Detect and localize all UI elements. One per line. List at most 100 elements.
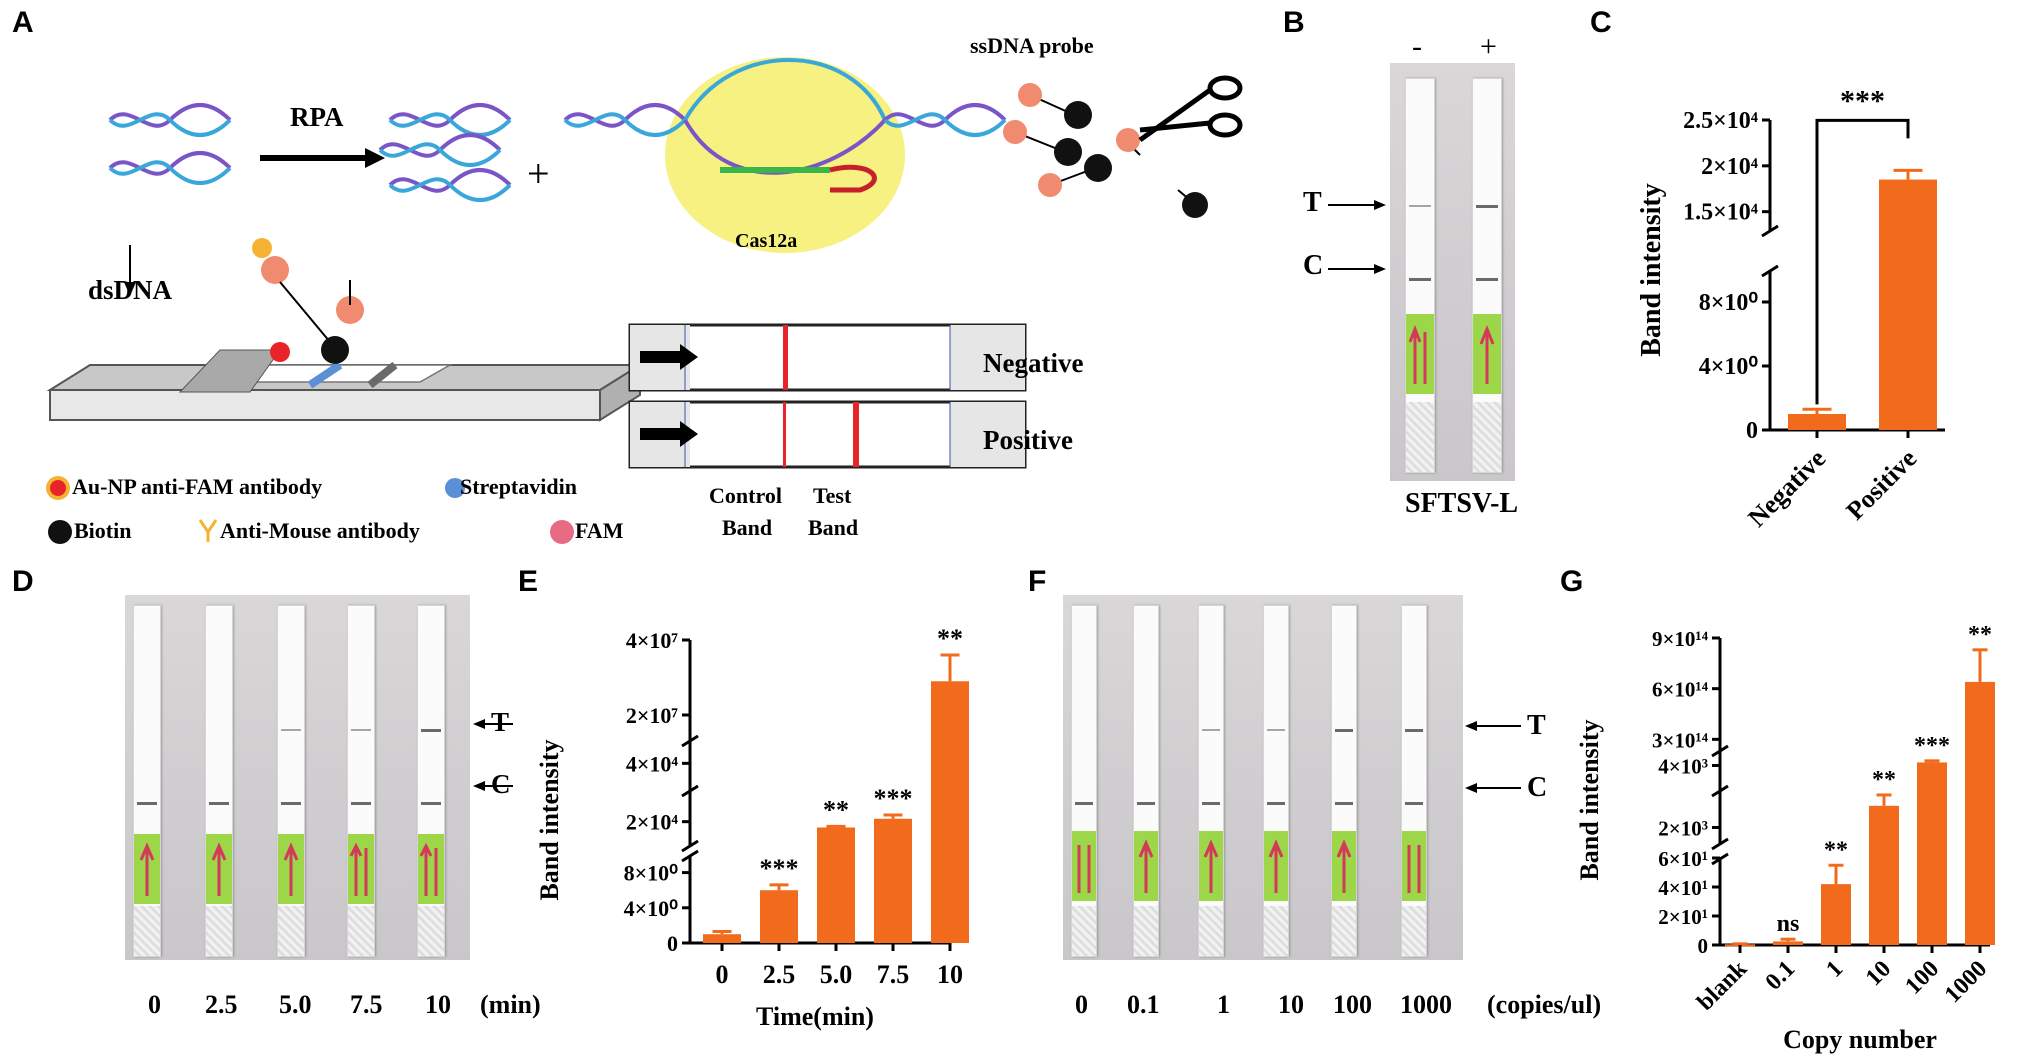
significance-label: ns: [1777, 911, 1800, 937]
significance-bracket: [1815, 118, 1910, 405]
y-tick-label: 0: [1698, 934, 1709, 958]
x-tick-label: 1000: [1940, 956, 1992, 1008]
test-strip-positive: [1472, 78, 1502, 473]
axis-break-mark: [1711, 837, 1729, 851]
test-strip-0min: [133, 605, 161, 957]
axis-break-mark: [1761, 264, 1779, 278]
x-tick-label: 5.0: [820, 960, 853, 989]
test-line: [421, 729, 441, 732]
y-tick-label: 6×10¹⁴: [1652, 678, 1709, 702]
panel-b-plus-label: +: [1480, 30, 1497, 63]
test-strip-1-copies: [1198, 605, 1224, 957]
panel-label-d: D: [12, 565, 34, 598]
panel-f-c-label: C: [1527, 772, 1548, 803]
panel-b-t-label: T: [1303, 187, 1322, 218]
significance-label: **: [1824, 837, 1848, 863]
control-line: [281, 802, 301, 805]
x-tick-label: 0: [716, 960, 729, 989]
streptavidin-icon: [445, 478, 465, 498]
panel-d-t-arrow-icon: [473, 719, 513, 729]
axis-break-mark: [1711, 784, 1729, 798]
y-tick-label: 8×10⁰: [624, 861, 679, 886]
scissors-icon: [1138, 75, 1243, 143]
y-tick-label: 4×10⁴: [626, 751, 679, 776]
panel-b-c-label: C: [1303, 250, 1324, 281]
panel-d-label-5: (min): [480, 990, 541, 1019]
panel-label-a: A: [12, 6, 34, 39]
y-tick-label: 4×10³: [1658, 755, 1708, 779]
x-tick-label: 10: [1861, 956, 1896, 991]
test-strip-7-5min: [347, 605, 375, 957]
chart-g: 02×10¹4×10¹6×10¹2×10³4×10³3×10¹⁴6×10¹⁴9×…: [1575, 622, 1995, 1054]
negative-label: Negative: [983, 348, 1084, 378]
positive-result-strip: [628, 400, 1027, 469]
panel-d-label-3: 7.5: [350, 990, 383, 1019]
control-band-label-1: Control: [709, 483, 782, 508]
plus-sign: +: [527, 151, 550, 196]
control-line: [1267, 802, 1285, 805]
axis-break-mark: [681, 849, 699, 863]
sample-pad-arrow: [1473, 314, 1501, 394]
bar: [1879, 179, 1937, 430]
significance-label: ***: [1840, 84, 1885, 117]
test-band-label-2: Band: [808, 515, 859, 540]
panel-label-b: B: [1283, 6, 1305, 39]
panel-f-label-6: (copies/ul): [1487, 990, 1602, 1019]
x-tick-label: 0.1: [1761, 956, 1801, 996]
y-axis-label: Band intensity: [1636, 183, 1667, 357]
x-tick-label: 7.5: [877, 960, 910, 989]
amplicon-cluster-icon: [378, 103, 512, 202]
axis-break-mark: [681, 784, 699, 798]
y-tick-label: 1.5×10⁴: [1683, 200, 1758, 226]
panel-b-strip-photo: [1390, 63, 1515, 481]
y-tick-label: 2×10³: [1658, 817, 1708, 841]
significance-label: **: [823, 795, 849, 824]
test-strip-10-copies: [1263, 605, 1289, 957]
y-axis-label: Band intensity: [535, 739, 564, 900]
x-tick-label: 100: [1900, 956, 1944, 1000]
panel-b-c-arrow-icon: [1328, 264, 1386, 274]
axis-break-mark: [1761, 224, 1779, 238]
legend-au-np: Au-NP anti-FAM antibody: [72, 474, 323, 499]
biotin-icon: [48, 520, 72, 544]
significance-label: **: [1968, 622, 1992, 648]
panel-f-strip-photo: [1063, 595, 1463, 960]
y-tick-label: 2×10⁴: [1701, 154, 1758, 180]
y-tick-label: 4×10⁷: [626, 628, 679, 653]
fam-icon: [550, 520, 574, 544]
control-line: [1335, 802, 1353, 805]
control-line: [1075, 802, 1093, 805]
panel-f-t-arrow-icon: [1465, 721, 1521, 731]
dna-helix-icon: [108, 103, 232, 185]
bar: [703, 934, 741, 943]
sample-pad-arrow: [1406, 314, 1434, 394]
y-tick-label: 2×10¹: [1658, 905, 1708, 929]
panel-d-label-1: 2.5: [205, 990, 238, 1019]
panel-d-t-label: T: [491, 707, 510, 737]
y-tick-label: 4×10⁰: [1699, 354, 1759, 380]
test-strip-0-1-copies: [1133, 605, 1159, 957]
lateral-flow-strip-icon: [46, 349, 644, 422]
control-line: [1202, 802, 1220, 805]
test-strip-5min: [277, 605, 305, 957]
y-tick-label: 9×10¹⁴: [1652, 627, 1709, 651]
panel-b-minus-label: -: [1412, 30, 1422, 63]
test-strip-1000-copies: [1401, 605, 1427, 957]
rpa-label: RPA: [290, 102, 344, 132]
bar: [874, 818, 912, 943]
test-line: [281, 729, 301, 731]
panel-f-label-3: 10: [1278, 990, 1304, 1019]
panel-f-c-arrow-icon: [1465, 783, 1521, 793]
axis-break-mark: [681, 839, 699, 853]
ssdna-probe-icon: [1003, 83, 1208, 218]
y-tick-label: 6×10¹: [1658, 847, 1708, 871]
significance-label: ***: [760, 854, 799, 883]
x-tick-label: blank: [1692, 955, 1752, 1015]
detection-complex-icon: [252, 238, 364, 364]
bar: [1869, 805, 1899, 945]
bar: [817, 827, 855, 943]
control-line: [1137, 802, 1155, 805]
significance-label: **: [937, 624, 963, 653]
ssdna-probe-label: ssDNA probe: [970, 33, 1094, 58]
